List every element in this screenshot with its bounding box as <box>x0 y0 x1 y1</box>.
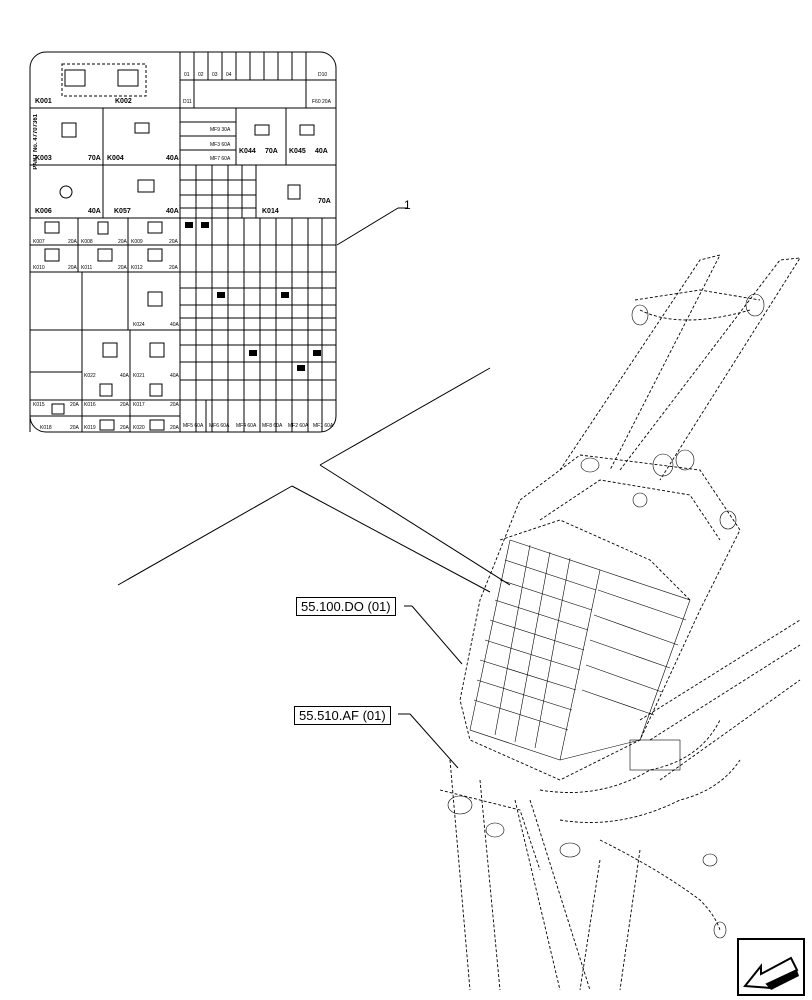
fuse-mf1: MF1 60A <box>313 423 334 429</box>
reference-label-55-100-do[interactable]: 55.100.DO (01) <box>296 597 396 616</box>
relay-k014: K014 <box>262 208 279 215</box>
relay-k010-amp: 20A <box>68 265 77 271</box>
relay-k012-amp: 20A <box>169 265 178 271</box>
relay-k017-amp: 20A <box>170 402 179 408</box>
fuse-mf5: MF5 60A <box>183 423 204 429</box>
fuse-02: 02 <box>198 72 204 78</box>
relay-k015-amp: 20A <box>70 402 79 408</box>
fuse-mf4: MF4 60A <box>236 423 257 429</box>
relay-k002: K002 <box>115 98 132 105</box>
relay-k003-amp: 70A <box>88 155 101 162</box>
fuse-mf8: MF8 60A <box>262 423 283 429</box>
relay-k004-amp: 40A <box>166 155 179 162</box>
relay-k019: K019 <box>84 425 96 431</box>
relay-k003: K003 <box>35 155 52 162</box>
relay-k057: K057 <box>114 208 131 215</box>
fuse-mf3: MF3 60A <box>210 142 231 148</box>
callout-number: 1 <box>404 198 411 212</box>
navigation-arrow-icon[interactable] <box>737 938 805 996</box>
relay-k008: K008 <box>81 239 93 245</box>
relay-k020-amp: 20A <box>170 425 179 431</box>
relay-k004: K004 <box>107 155 124 162</box>
relay-k015: K015 <box>33 402 45 408</box>
relay-k024: K024 <box>133 322 145 328</box>
fuse-mf9: MF9 30A <box>210 127 231 133</box>
fuse-04: 04 <box>226 72 232 78</box>
relay-k012: K012 <box>131 265 143 271</box>
relay-k018: K018 <box>40 425 52 431</box>
relay-k018-amp: 20A <box>70 425 79 431</box>
relay-k045-amp: 40A <box>315 148 328 155</box>
relay-k019-amp: 20A <box>120 425 129 431</box>
relay-k022: K022 <box>84 373 96 379</box>
relay-k014-amp: 70A <box>318 198 331 205</box>
fuse-panel-outline <box>29 51 337 433</box>
reference-label-55-510-af[interactable]: 55.510.AF (01) <box>294 706 391 725</box>
relay-k016-amp: 20A <box>120 402 129 408</box>
relay-k020: K020 <box>133 425 145 431</box>
fuse-mf7: MF7 60A <box>210 156 231 162</box>
relay-k001: K001 <box>35 98 52 105</box>
fuse-d11: D11 <box>183 99 192 105</box>
relay-k007: K007 <box>33 239 45 245</box>
relay-k045: K045 <box>289 148 306 155</box>
fuse-01: 01 <box>184 72 190 78</box>
relay-k011: K011 <box>81 265 93 271</box>
relay-k008-amp: 20A <box>118 239 127 245</box>
relay-k044-amp: 70A <box>265 148 278 155</box>
relay-k007-amp: 20A <box>68 239 77 245</box>
relay-k011-amp: 20A <box>118 265 127 271</box>
fuse-mf6: MF6 60A <box>209 423 230 429</box>
relay-k010: K010 <box>33 265 45 271</box>
relay-k021-amp: 40A <box>170 373 179 379</box>
relay-k024-amp: 40A <box>170 322 179 328</box>
arrow-icon <box>743 956 799 990</box>
fuse-03: 03 <box>212 72 218 78</box>
relay-k006-amp: 40A <box>88 208 101 215</box>
relay-k057-amp: 40A <box>166 208 179 215</box>
relay-k009: K009 <box>131 239 143 245</box>
fuse-d10: D10 <box>318 72 328 78</box>
relay-k044: K044 <box>239 148 256 155</box>
relay-k021: K021 <box>133 373 145 379</box>
fuse-f60: F60 20A <box>312 99 331 105</box>
relay-k006: K006 <box>35 208 52 215</box>
relay-k009-amp: 20A <box>169 239 178 245</box>
relay-k022-amp: 40A <box>120 373 129 379</box>
fuse-mf2: MF2 60A <box>288 423 309 429</box>
relay-k016: K016 <box>84 402 96 408</box>
relay-k017: K017 <box>133 402 145 408</box>
